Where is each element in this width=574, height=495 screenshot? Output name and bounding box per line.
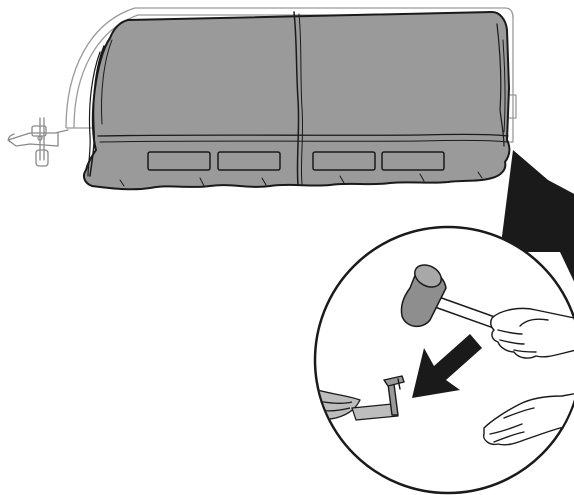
tow-hitch [8, 118, 68, 166]
